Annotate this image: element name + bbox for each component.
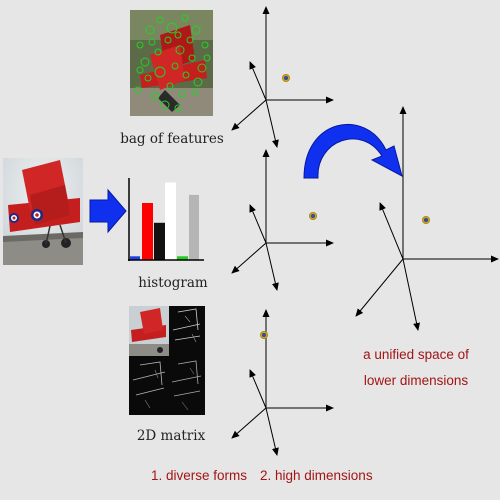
histogram-bar [189, 194, 199, 260]
data-point [422, 216, 430, 224]
unified-space-caption-line2: lower dimensions [364, 373, 469, 388]
airplane-2d-matrix-icon [129, 306, 205, 415]
diverse-forms-caption: 1. diverse forms [151, 468, 247, 483]
bag-of-features-label: bag of features [120, 131, 224, 147]
data-point [260, 331, 268, 339]
blue-curved-arrow-icon [303, 123, 403, 179]
histogram-bar [177, 256, 188, 260]
histogram-label: histogram [138, 275, 208, 291]
blue-right-arrow-icon [89, 188, 127, 234]
feature-space-axes-1 [231, 6, 334, 148]
histogram-bar [142, 203, 153, 260]
unified-space-axes [355, 106, 499, 331]
airplane-with-features-icon [130, 10, 213, 116]
matrix-2d-label: 2D matrix [137, 428, 206, 444]
data-point [309, 212, 317, 220]
histogram-bar [154, 222, 165, 260]
data-point [282, 74, 290, 82]
feature-space-axes-3 [231, 309, 334, 456]
high-dimensions-caption: 2. high dimensions [260, 468, 373, 483]
unified-space-caption-line1: a unified space of [363, 347, 469, 362]
histogram-bar [130, 256, 140, 260]
red-airplane-photo-icon [3, 158, 83, 265]
histogram-bar [165, 182, 176, 260]
histogram-chart [128, 178, 204, 261]
feature-space-axes-2 [231, 149, 334, 291]
